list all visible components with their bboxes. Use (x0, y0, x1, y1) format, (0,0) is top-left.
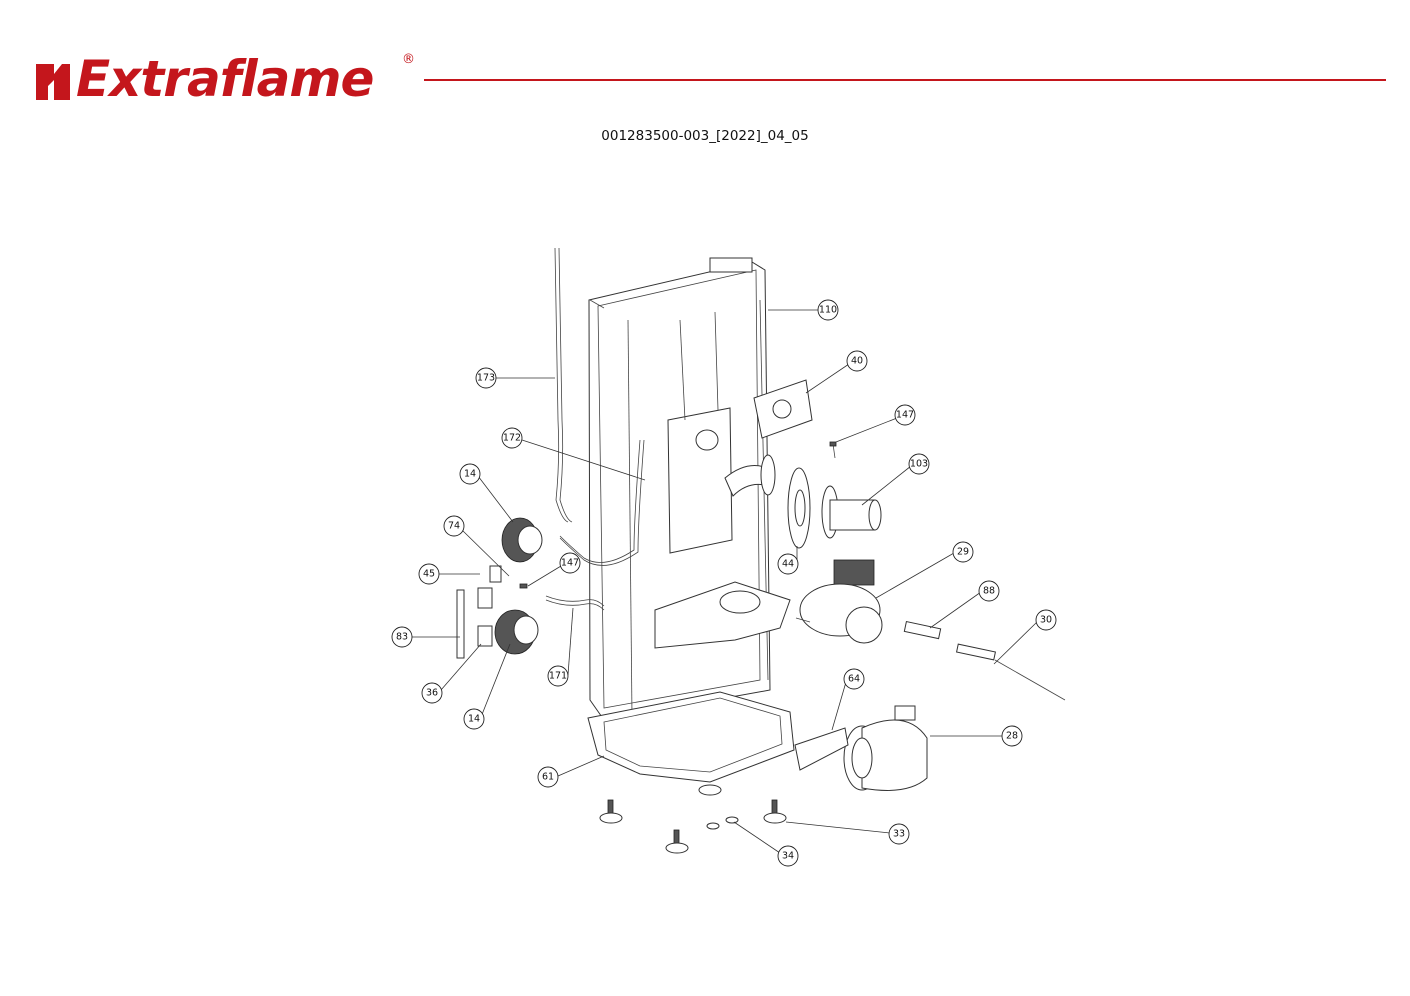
callout-label: 28 (1006, 731, 1018, 742)
callout-61: 61 (537, 766, 559, 788)
tube-172 (559, 439, 645, 566)
probe-holder-part (903, 620, 942, 640)
ambient-fan-part (843, 705, 928, 791)
callout-34: 34 (777, 845, 799, 867)
screw-147-upper (829, 441, 837, 459)
callout-147-lower: 147 (559, 552, 581, 574)
callout-label: 147 (561, 558, 579, 569)
callout-label: 88 (983, 586, 995, 597)
callout-label: 40 (851, 356, 863, 367)
adjustable-feet (599, 784, 787, 854)
callout-64: 64 (843, 668, 865, 690)
callout-label: 34 (782, 851, 794, 862)
callout-147-upper: 147 (894, 404, 916, 426)
callout-171: 171 (547, 665, 569, 687)
callout-label: 83 (396, 632, 408, 643)
callout-33: 33 (888, 823, 910, 845)
probe-part (955, 643, 1066, 701)
callout-74: 74 (443, 515, 465, 537)
callout-44: 44 (777, 553, 799, 575)
callout-label: 171 (549, 671, 567, 682)
bracket-83 (456, 589, 465, 659)
callout-label: 110 (819, 305, 837, 316)
callout-14-lower: 14 (463, 708, 485, 730)
callout-29: 29 (952, 541, 974, 563)
callout-172: 172 (501, 427, 523, 449)
exhaust-elbow (724, 454, 776, 497)
callout-36: 36 (421, 682, 443, 704)
foot-1 (599, 799, 623, 824)
callout-110: 110 (817, 299, 839, 321)
tube-171 (545, 595, 605, 611)
callout-label: 172 (503, 433, 521, 444)
callout-83: 83 (391, 626, 413, 648)
exhaust-pipe-part (821, 485, 882, 539)
callout-173: 173 (475, 367, 497, 389)
callout-40: 40 (846, 350, 868, 372)
callout-103: 103 (908, 453, 930, 475)
callout-label: 61 (542, 772, 554, 783)
leader-lines (412, 309, 1038, 854)
callout-label: 64 (848, 674, 860, 685)
flame-logo-icon (36, 64, 70, 100)
callout-14-upper: 14 (459, 463, 481, 485)
thermostat-45 (477, 587, 493, 609)
brand-name: Extraflame (76, 50, 374, 108)
foot-washers (706, 816, 739, 830)
callout-label: 14 (468, 714, 480, 725)
callout-30: 30 (1035, 609, 1057, 631)
flange-plate-part (753, 379, 813, 439)
callout-28: 28 (1001, 725, 1023, 747)
registered-mark: ® (402, 52, 415, 67)
pressure-switch-upper (501, 517, 543, 563)
header-divider (424, 79, 1386, 81)
callout-label: 74 (448, 521, 460, 532)
callout-label: 45 (423, 569, 435, 580)
callout-88: 88 (978, 580, 1000, 602)
plate-74 (489, 565, 502, 583)
callout-label: 33 (893, 829, 905, 840)
callout-label: 29 (957, 547, 969, 558)
document-code: 001283500-003_[2022]_04_05 (601, 128, 809, 144)
foot-4 (698, 784, 722, 796)
gasket-part (787, 467, 811, 549)
callout-label: 36 (426, 688, 438, 699)
thermostat-36 (477, 625, 493, 647)
page-header: Extraflame ® (34, 50, 1394, 110)
callout-label: 14 (464, 469, 476, 480)
screw-147-lower (519, 583, 528, 589)
pressure-switch-lower (494, 609, 539, 655)
tube-173 (554, 247, 573, 523)
foot-2 (665, 829, 689, 854)
callout-label: 103 (910, 459, 928, 470)
callout-label: 173 (477, 373, 495, 384)
callout-label: 30 (1040, 615, 1052, 626)
foot-3 (763, 799, 787, 824)
callout-45: 45 (418, 563, 440, 585)
callout-label: 44 (782, 559, 794, 570)
fan-bracket-part (794, 727, 849, 771)
base-frame-part (587, 691, 795, 783)
callout-label: 147 (896, 410, 914, 421)
smoke-extractor-part (795, 559, 883, 644)
brand-logo: Extraflame (34, 50, 374, 108)
inner-plate-assembly (654, 311, 791, 649)
